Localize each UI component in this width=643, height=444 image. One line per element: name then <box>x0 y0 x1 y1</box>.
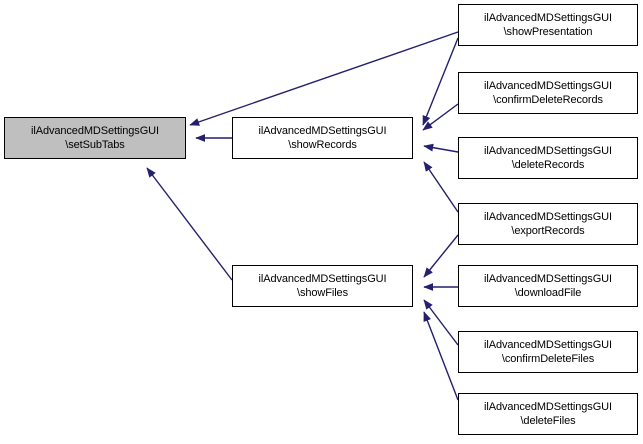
edge-deleteRecords-to-showRecords <box>423 143 459 153</box>
edge-showPresentation-to-setSubTabs <box>189 31 459 126</box>
edge-exportRecords-to-showRecords <box>423 161 459 213</box>
node-showFiles[interactable]: ilAdvancedMDSettingsGUI \showFiles <box>232 265 413 307</box>
node-showRecords[interactable]: ilAdvancedMDSettingsGUI \showRecords <box>232 117 413 159</box>
node-confirmDeleteFiles[interactable]: ilAdvancedMDSettingsGUI \confirmDeleteFi… <box>458 331 638 373</box>
edge-showFiles-to-setSubTabs <box>146 167 233 281</box>
node-deleteRecords[interactable]: ilAdvancedMDSettingsGUI \deleteRecords <box>458 137 638 179</box>
node-label-deleteFiles: ilAdvancedMDSettingsGUI \deleteFiles <box>484 400 612 427</box>
node-label-deleteRecords: ilAdvancedMDSettingsGUI \deleteRecords <box>484 144 612 171</box>
node-label-confirmDeleteRecords: ilAdvancedMDSettingsGUI \confirmDeleteRe… <box>484 79 612 106</box>
node-downloadFile[interactable]: ilAdvancedMDSettingsGUI \downloadFile <box>458 265 638 307</box>
edge-exportRecords-to-showFiles <box>423 234 459 278</box>
node-label-showRecords: ilAdvancedMDSettingsGUI \showRecords <box>258 124 387 151</box>
edge-confirmDeleteFiles-to-showFiles <box>423 299 459 346</box>
node-deleteFiles[interactable]: ilAdvancedMDSettingsGUI \deleteFiles <box>458 393 638 435</box>
node-setSubTabs[interactable]: ilAdvancedMDSettingsGUI \setSubTabs <box>4 117 186 159</box>
edge-deleteFiles-to-showFiles <box>423 311 459 401</box>
node-label-exportRecords: ilAdvancedMDSettingsGUI \exportRecords <box>484 210 612 237</box>
node-label-confirmDeleteFiles: ilAdvancedMDSettingsGUI \confirmDeleteFi… <box>484 338 612 365</box>
edge-confirmDeleteRecords-to-showRecords <box>422 103 459 131</box>
node-label-showFiles: ilAdvancedMDSettingsGUI \showFiles <box>258 272 387 299</box>
edge-showPresentation-to-showRecords <box>422 37 459 126</box>
node-label-downloadFile: ilAdvancedMDSettingsGUI \downloadFile <box>484 272 612 299</box>
node-showPresentation[interactable]: ilAdvancedMDSettingsGUI \showPresentatio… <box>458 4 638 46</box>
node-exportRecords[interactable]: ilAdvancedMDSettingsGUI \exportRecords <box>458 203 638 245</box>
node-label-showPresentation: ilAdvancedMDSettingsGUI \showPresentatio… <box>484 11 612 38</box>
node-confirmDeleteRecords[interactable]: ilAdvancedMDSettingsGUI \confirmDeleteRe… <box>458 72 638 114</box>
node-label-setSubTabs: ilAdvancedMDSettingsGUI \setSubTabs <box>31 124 159 151</box>
